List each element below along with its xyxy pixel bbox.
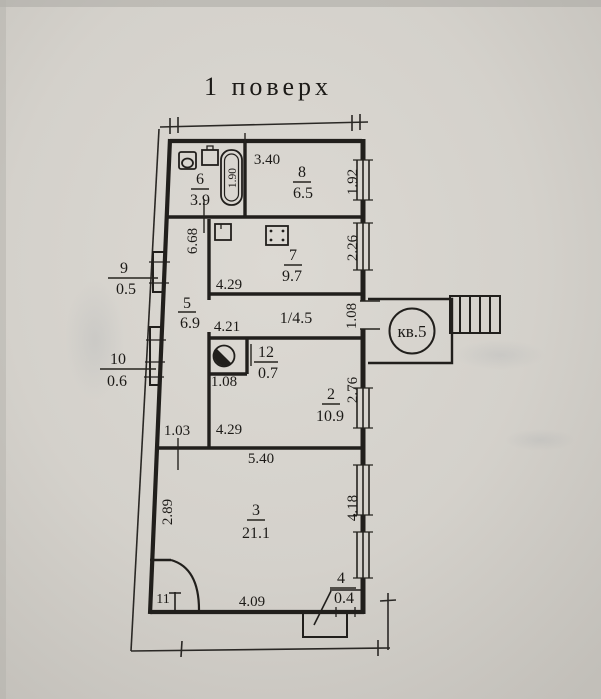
room-11-number: 11 (156, 592, 169, 607)
room-2-number: 2 (327, 386, 335, 403)
room-9-number: 9 (120, 260, 128, 277)
kitchen-fixtures (214, 223, 289, 246)
dim-room8-depth: 1.92 (345, 169, 361, 195)
room-10-area: 0.6 (107, 373, 127, 390)
apartment-number-label: кв.5 (397, 322, 426, 341)
door-jamb (169, 592, 181, 612)
dim-room3-width-bottom: 4.09 (239, 594, 265, 610)
room-9-area: 0.5 (116, 281, 136, 298)
room-8-area: 6.5 (293, 185, 313, 202)
stove-icon (265, 225, 289, 246)
entrance-door-opening (360, 300, 380, 330)
interior-walls (157, 141, 362, 450)
vestibule (368, 297, 454, 365)
window (353, 222, 373, 271)
bathroom-fixtures (178, 145, 243, 206)
room-7-number: 7 (289, 247, 297, 264)
door-leaf (313, 590, 332, 626)
window (353, 387, 373, 429)
room-12-number: 12 (258, 344, 274, 361)
corridor-1-label: 1/4.5 (280, 310, 312, 327)
paper-top-shadow (0, 0, 601, 7)
dim-room2-width: 4.29 (216, 422, 242, 438)
apartment-outer-walls (147, 138, 366, 615)
dim-room2-depth: 2.76 (345, 376, 361, 403)
window (353, 464, 373, 516)
toilet-icon (178, 151, 197, 170)
room-4-number: 4 (337, 570, 345, 587)
dim-corridor5-length: 6.68 (185, 228, 201, 254)
dim-entrance-opening: 1.08 (344, 303, 360, 329)
sink-icon (201, 145, 219, 166)
dim-room8-width: 3.40 (254, 152, 280, 168)
paper-smudge (505, 429, 575, 451)
room-3-number: 3 (252, 502, 260, 519)
balcony-niche-10 (144, 326, 166, 386)
window (353, 531, 373, 579)
dimension-labels: 3.40 4.29 4.21 1.08 4.29 1.03 5.40 4.09 (164, 152, 280, 610)
dim-room7-depth: 2.26 (345, 234, 361, 261)
room-10-number: 10 (110, 351, 126, 368)
page-title: 1 поверх (204, 72, 332, 101)
door-swing-arc (170, 558, 201, 611)
dim-room7-width: 4.29 (216, 277, 242, 293)
kitchen-sink-icon (214, 223, 232, 241)
dim-room3-left: 2.89 (160, 499, 176, 525)
parcel-boundary (130, 114, 397, 658)
dim-bathtub: 1.90 (227, 168, 239, 188)
window (353, 159, 373, 201)
porch (302, 589, 362, 638)
balcony-niche-9 (149, 251, 170, 293)
entrance-area: кв.5 (360, 295, 501, 365)
dim-corridor1-length: 4.21 (214, 319, 240, 335)
water-heater-icon (212, 344, 236, 368)
leader-lines (100, 133, 356, 589)
paper-left-shadow (0, 0, 6, 699)
room-5-number: 5 (183, 295, 191, 312)
room-12-area: 0.7 (258, 365, 278, 382)
bathtub-icon (220, 149, 243, 206)
dimension-labels-vertical: 1.90 1.92 2.26 1.08 2.76 4.18 6.68 2.89 (160, 168, 361, 525)
room-8-number: 8 (298, 164, 306, 181)
room-5-area: 6.9 (180, 315, 200, 332)
room-6-area: 3.9 (190, 192, 210, 209)
paper-smudge (455, 340, 545, 370)
room-3-area: 21.1 (242, 525, 270, 542)
room-6-number: 6 (196, 171, 204, 188)
dim-room3-width-top: 5.40 (248, 451, 274, 467)
apartment-number-circle (388, 307, 436, 355)
room-7-area: 9.7 (282, 268, 302, 285)
room-11-closet (150, 558, 201, 612)
stairs-icon (449, 295, 501, 334)
room-2-area: 10.9 (316, 408, 344, 425)
windows (353, 159, 373, 579)
dim-room12-width: 1.08 (211, 374, 237, 390)
paper-smudge (65, 280, 125, 400)
dim-room3-right: 4.18 (345, 495, 361, 521)
room-4-area: 0.4 (334, 590, 354, 607)
dim-hall-offset: 1.03 (164, 423, 190, 439)
room-labels: 6 3.9 8 6.5 7 9.7 5 6.9 9 0.5 10 0.6 12 … (107, 164, 354, 607)
